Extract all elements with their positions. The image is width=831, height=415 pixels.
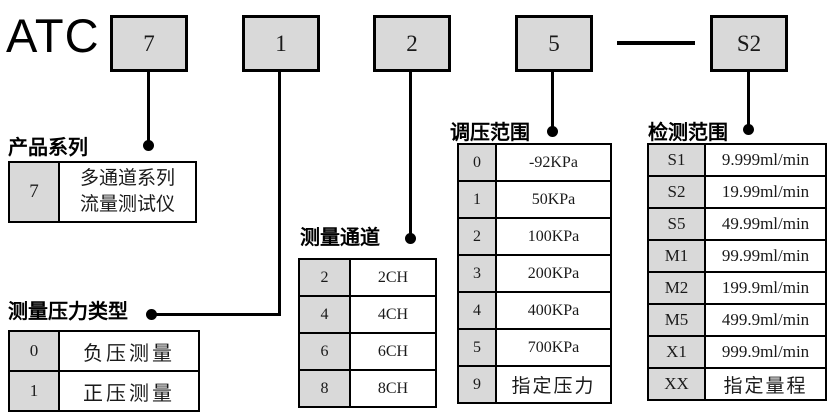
value-cell: 9.999ml/min (704, 143, 827, 177)
code-cell: 8 (298, 369, 351, 408)
connector-dot-pressure-type (146, 309, 157, 320)
connector-line-series (147, 70, 150, 147)
code-cell: M5 (647, 303, 706, 337)
table-product-series: 7 多通道系列 流量测试仪 (8, 161, 197, 223)
code-cell: XX (647, 367, 706, 401)
section-title-pressure-type: 测量压力类型 (8, 301, 128, 323)
value-cell: -92KPa (495, 143, 612, 182)
table-row: 7 多通道系列 流量测试仪 (8, 161, 197, 223)
code-cell: 9 (457, 365, 497, 404)
value-cell: 49.99ml/min (704, 207, 827, 241)
table-row: M5 499.9ml/min (647, 303, 827, 337)
code-box-series: 7 (110, 15, 188, 72)
code-cell: M2 (647, 271, 706, 305)
table-detect-range: S1 9.999ml/min S2 19.99ml/min S5 49.99ml… (647, 143, 827, 401)
table-row: 1 50KPa (457, 180, 612, 219)
value-cell: 50KPa (495, 180, 612, 219)
table-row: 5 700KPa (457, 328, 612, 367)
table-row: 2 100KPa (457, 217, 612, 256)
code-cell: 0 (457, 143, 497, 182)
value-cell: 700KPa (495, 328, 612, 367)
value-cell: 199.9ml/min (704, 271, 827, 305)
code-cell: S2 (647, 175, 706, 209)
table-row: X1 999.9ml/min (647, 335, 827, 369)
value-cell: 499.9ml/min (704, 303, 827, 337)
connector-dot-series (143, 140, 154, 151)
table-row: S2 19.99ml/min (647, 175, 827, 209)
code-cell: 6 (298, 332, 351, 371)
value-cell: 4CH (349, 295, 437, 334)
section-title-product-series: 产品系列 (8, 137, 88, 159)
value-cell: 400KPa (495, 291, 612, 330)
value-cell: 200KPa (495, 254, 612, 293)
code-cell: 4 (298, 295, 351, 334)
table-row: M1 99.99ml/min (647, 239, 827, 273)
connector-line-pressure-type-v (278, 70, 281, 316)
code-cell: 3 (457, 254, 497, 293)
section-title-detect-range: 检测范围 (648, 122, 728, 144)
code-cell: S5 (647, 207, 706, 241)
connector-dot-detect-range (743, 124, 754, 135)
code-box-pressure-type: 1 (242, 15, 320, 72)
code-box-channels: 2 (373, 15, 451, 72)
code-cell: 2 (457, 217, 497, 256)
brand-logo: ATC (6, 9, 100, 62)
table-row: S5 49.99ml/min (647, 207, 827, 241)
section-title-channels: 测量通道 (300, 227, 380, 249)
value-cell: 指定压力 (495, 365, 612, 404)
code-cell: 0 (8, 330, 60, 372)
table-row: M2 199.9ml/min (647, 271, 827, 305)
table-row: 9 指定压力 (457, 365, 612, 404)
value-cell: 100KPa (495, 217, 612, 256)
value-cell: 指定量程 (704, 367, 827, 401)
value-cell: 999.9ml/min (704, 335, 827, 369)
value-cell: 负压测量 (58, 330, 200, 372)
table-row: S1 9.999ml/min (647, 143, 827, 177)
table-row: 1 正压测量 (8, 370, 200, 412)
table-row: 8 8CH (298, 369, 437, 408)
table-row: 0 负压测量 (8, 330, 200, 372)
value-cell: 19.99ml/min (704, 175, 827, 209)
code-cell: 1 (457, 180, 497, 219)
value-cell: 2CH (349, 258, 437, 297)
table-row: 4 4CH (298, 295, 437, 334)
code-cell: S1 (647, 143, 706, 177)
table-pressure-type: 0 负压测量 1 正压测量 (8, 330, 200, 412)
code-cell: 5 (457, 328, 497, 367)
connector-line-detect-range (747, 70, 750, 131)
connector-dot-channels (405, 233, 416, 244)
connector-line-pressure-type-h (152, 313, 281, 316)
section-title-pressure-range: 调压范围 (450, 122, 530, 144)
table-channels: 2 2CH 4 4CH 6 6CH 8 8CH (298, 258, 437, 408)
table-row: XX 指定量程 (647, 367, 827, 401)
code-cell: 1 (8, 370, 60, 412)
dash-connector (617, 41, 695, 45)
code-cell: 7 (8, 161, 60, 223)
connector-line-pressure-range (551, 70, 554, 133)
code-box-detect-range: S2 (710, 15, 788, 72)
table-row: 3 200KPa (457, 254, 612, 293)
value-cell: 99.99ml/min (704, 239, 827, 273)
value-cell: 多通道系列 流量测试仪 (58, 161, 197, 223)
value-cell: 正压测量 (58, 370, 200, 412)
table-row: 4 400KPa (457, 291, 612, 330)
table-row: 0 -92KPa (457, 143, 612, 182)
value-cell: 6CH (349, 332, 437, 371)
code-cell: M1 (647, 239, 706, 273)
table-row: 2 2CH (298, 258, 437, 297)
code-cell: X1 (647, 335, 706, 369)
connector-line-channels (409, 70, 412, 240)
table-row: 6 6CH (298, 332, 437, 371)
table-pressure-range: 0 -92KPa 1 50KPa 2 100KPa 3 200KPa 4 400… (457, 143, 612, 404)
value-cell: 8CH (349, 369, 437, 408)
code-box-pressure-range: 5 (515, 15, 593, 72)
code-cell: 2 (298, 258, 351, 297)
connector-dot-pressure-range (547, 126, 558, 137)
code-cell: 4 (457, 291, 497, 330)
